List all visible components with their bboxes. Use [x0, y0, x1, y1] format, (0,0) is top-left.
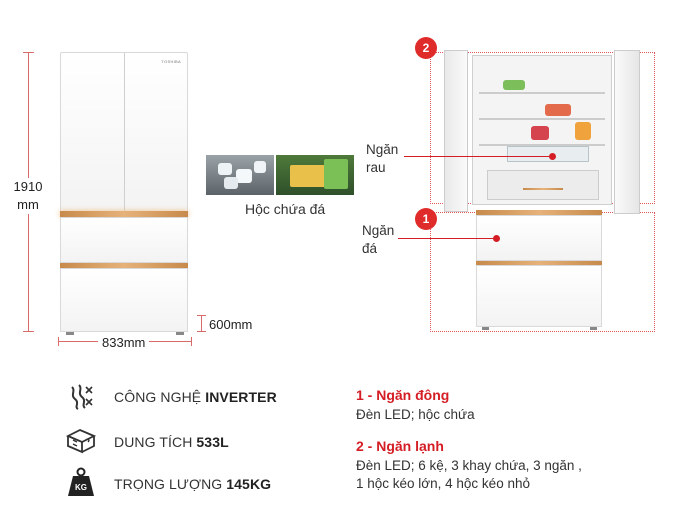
- upper-handle-bar: [60, 211, 188, 217]
- food-items: [503, 80, 525, 90]
- ice-tray-caption: Hộc chứa đá: [245, 201, 326, 217]
- inverter-spec-value: INVERTER: [205, 389, 277, 405]
- left-door-open: [444, 50, 468, 212]
- fridge-middle-drawer: [60, 217, 188, 263]
- veg-callout-label: Ngăn rau: [366, 141, 398, 177]
- freezer-middle-handle: [476, 261, 602, 265]
- capacity-icon: [64, 426, 98, 456]
- right-door-open: [614, 50, 640, 214]
- fridge-bottom-drawer: [60, 268, 188, 332]
- width-label: 833mm: [98, 335, 150, 350]
- veg-callout-line1: Ngăn: [366, 142, 399, 157]
- fridge-foot-left: [66, 332, 74, 335]
- depth-dimension-line: [201, 315, 202, 331]
- fridge-upper-doors: TOSHIBA: [60, 52, 188, 213]
- legend-fridge-desc-line1: Đèn LED; 6 kệ, 3 khay chứa, 3 ngăn ,: [356, 458, 582, 473]
- ice-cube-icon: [218, 163, 232, 175]
- weight-icon-text: KG: [75, 483, 87, 492]
- weight-icon: KG: [66, 466, 96, 498]
- inverter-spec: CÔNG NGHỆ INVERTER: [114, 389, 277, 405]
- height-unit: mm: [17, 197, 39, 212]
- drawer-handle-bar: [523, 188, 563, 190]
- ice-callout-line1: Ngăn: [362, 223, 395, 238]
- legend-fridge-desc-line2: 1 hộc kéo lớn, 4 hộc kéo nhỏ: [356, 476, 530, 491]
- weight-spec-prefix: TRỌNG LƯỢNG: [114, 476, 227, 492]
- capacity-spec: DUNG TÍCH 533L: [114, 434, 229, 450]
- shelf: [479, 92, 605, 94]
- legend-freezer-desc: Đèn LED; hộc chứa: [356, 407, 475, 422]
- veg-callout-line2: rau: [366, 160, 386, 175]
- depth-label: 600mm: [209, 317, 253, 332]
- height-dimension-tick-bottom: [23, 331, 34, 332]
- capacity-spec-value: 533L: [196, 434, 229, 450]
- capacity-spec-prefix: DUNG TÍCH: [114, 434, 197, 450]
- ice-callout-line2: đá: [362, 241, 378, 256]
- ice-cube-icon: [254, 161, 266, 173]
- food-items: [545, 104, 571, 116]
- fridge-foot-right: [176, 332, 184, 335]
- lower-drawers: [487, 170, 599, 200]
- fridge-foot-left: [482, 327, 489, 330]
- weight-spec: TRỌNG LƯỢNG 145KG: [114, 476, 271, 492]
- shelf: [479, 144, 605, 146]
- inverter-spec-prefix: CÔNG NGHỆ: [114, 389, 206, 405]
- depth-dimension-tick-bottom: [197, 331, 206, 332]
- height-value: 1910: [13, 179, 43, 194]
- weight-spec-value: 145KG: [226, 476, 272, 492]
- door-split-line: [124, 53, 125, 213]
- ice-tray-photo: [206, 155, 354, 195]
- fridge-interior: [472, 55, 612, 205]
- food-box-icon: [324, 159, 348, 189]
- ice-callout-dot: [493, 235, 500, 242]
- legend-freezer-title: 1 - Ngăn đông: [356, 387, 450, 403]
- height-dimension-tick-top: [23, 52, 34, 53]
- fridge-number-badge: 2: [415, 37, 437, 59]
- veg-callout-dot: [549, 153, 556, 160]
- freezer-top-handle: [476, 210, 602, 215]
- brand-logo: TOSHIBA: [161, 59, 181, 64]
- middle-handle-bar: [60, 263, 188, 268]
- food-items: [531, 126, 549, 140]
- food-items: [575, 122, 591, 140]
- shelf: [479, 118, 605, 120]
- depth-dimension-tick-top: [197, 315, 206, 316]
- freezer-drawer-lower: [476, 265, 602, 327]
- freezer-number-badge: 1: [415, 208, 437, 230]
- width-dimension-tick-left: [58, 337, 59, 346]
- ice-cube-icon: [236, 169, 252, 183]
- height-label: 1910 mm: [8, 178, 48, 214]
- inverter-icon: [66, 381, 96, 411]
- ice-cube-icon: [224, 177, 238, 189]
- food-box-icon: [290, 165, 326, 187]
- legend-fridge-title: 2 - Ngăn lạnh: [356, 438, 444, 454]
- ice-callout-line: [398, 238, 496, 239]
- veg-callout-line: [404, 156, 552, 157]
- ice-callout-label: Ngăn đá: [362, 222, 394, 258]
- fridge-foot-right: [590, 327, 597, 330]
- vegetable-drawer: [507, 146, 589, 162]
- width-dimension-tick-right: [191, 337, 192, 346]
